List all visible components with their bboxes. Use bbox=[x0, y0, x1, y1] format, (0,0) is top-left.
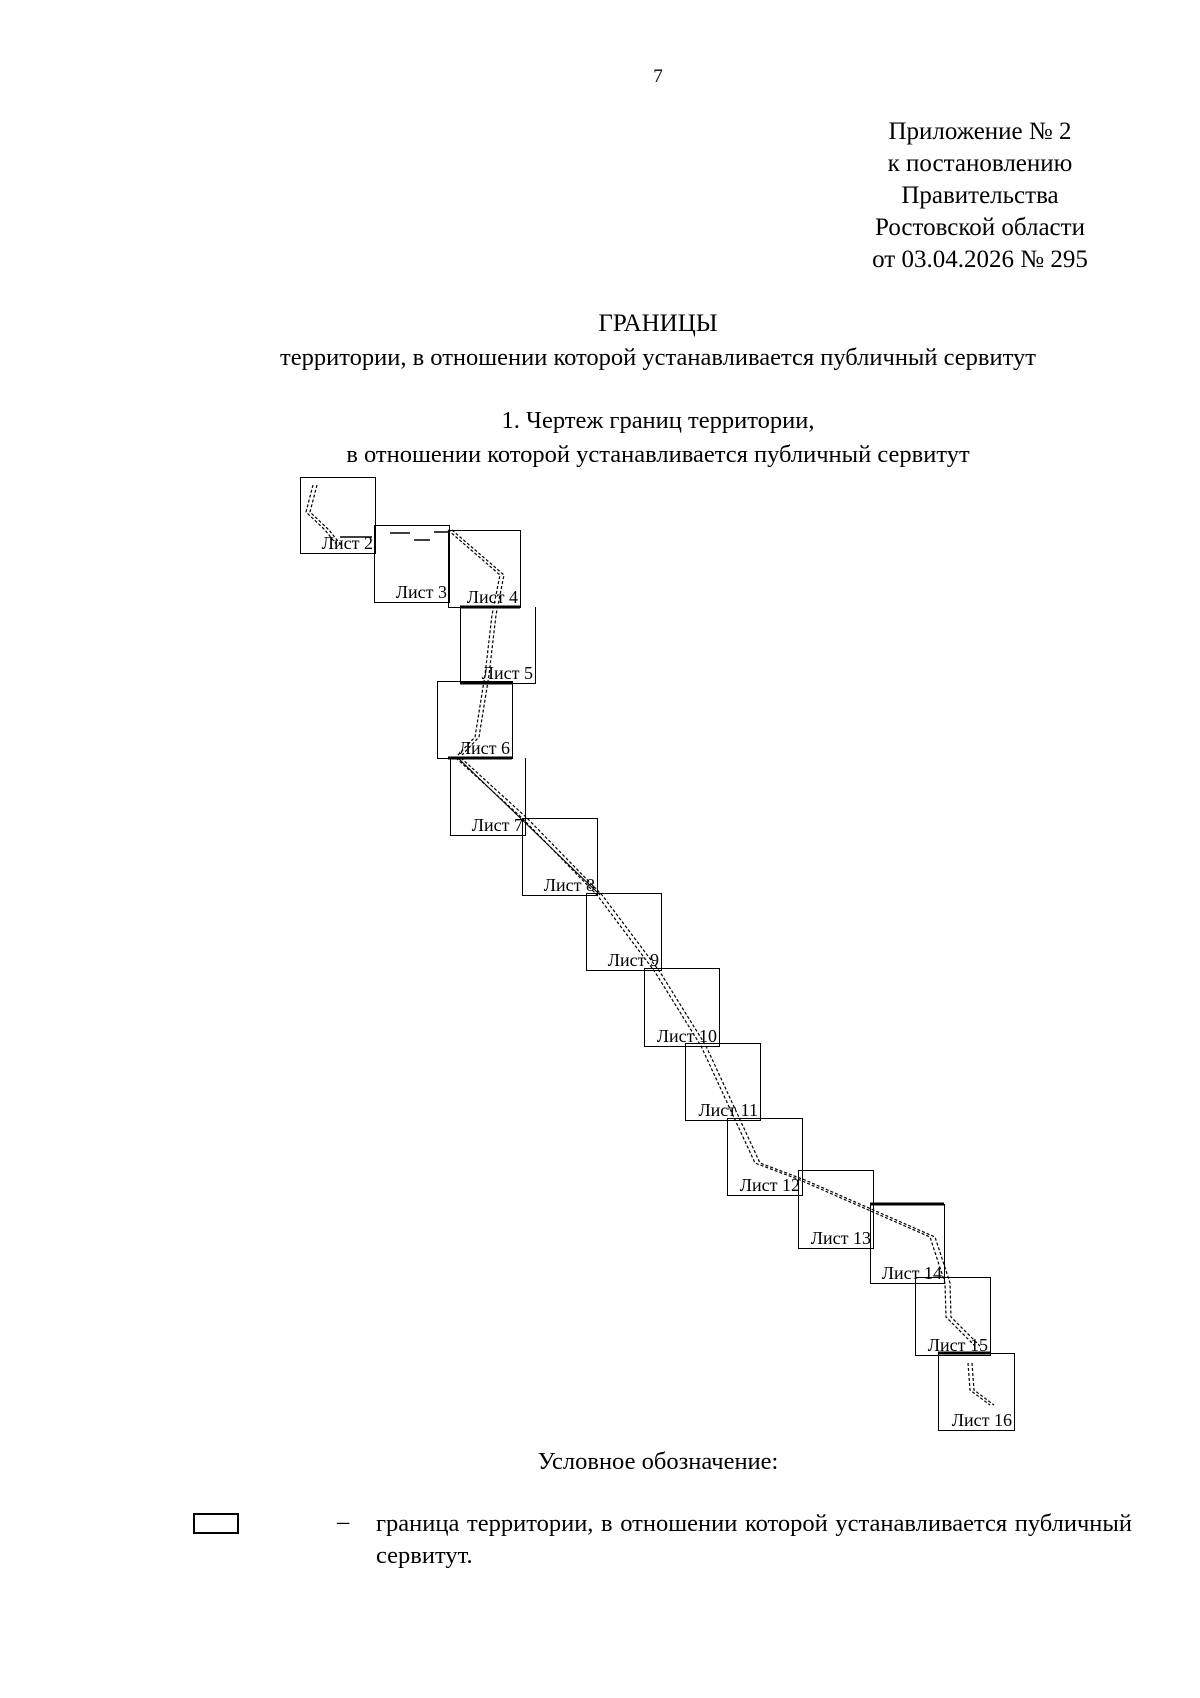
sheet-label: Лист 15 bbox=[927, 1335, 988, 1355]
legend-dash: – bbox=[337, 1508, 350, 1535]
map-sheet-5[interactable]: Лист 5 bbox=[460, 607, 536, 684]
section-heading-line-2: в отношении которой устанавливается публ… bbox=[346, 441, 970, 468]
section-heading: 1. Чертеж границ территории, в отношении… bbox=[0, 404, 1200, 472]
sheet-label: Лист 6 bbox=[458, 738, 510, 758]
sheet-label: Лист 13 bbox=[810, 1228, 871, 1248]
sheet-label: Лист 11 bbox=[698, 1100, 758, 1120]
map-sheet-6[interactable]: Лист 6 bbox=[437, 681, 513, 759]
sheet-label: Лист 4 bbox=[466, 587, 518, 607]
sheet-label: Лист 2 bbox=[321, 533, 373, 553]
map-sheet-14[interactable]: Лист 14 bbox=[870, 1204, 945, 1284]
document-title: ГРАНИЦЫ bbox=[598, 310, 718, 337]
sheet-label: Лист 10 bbox=[656, 1026, 717, 1046]
appendix-line-4: Ростовской области bbox=[875, 214, 1085, 241]
sheet-label: Лист 3 bbox=[395, 582, 447, 602]
sheet-label: Лист 8 bbox=[543, 875, 595, 895]
appendix-reference: Приложение № 2 к постановлению Правитель… bbox=[830, 116, 1130, 276]
sheet-label: Лист 9 bbox=[607, 950, 659, 970]
sheet-label: Лист 5 bbox=[481, 663, 533, 683]
map-sheet-12[interactable]: Лист 12 bbox=[727, 1118, 803, 1196]
map-sheet-16[interactable]: Лист 16 bbox=[938, 1353, 1015, 1431]
document-subtitle: территории, в отношении которой устанавл… bbox=[280, 344, 1036, 371]
section-heading-line-1: 1. Чертеж границ территории, bbox=[501, 407, 815, 434]
map-sheet-9[interactable]: Лист 9 bbox=[586, 893, 662, 971]
appendix-line-2: к постановлению bbox=[887, 150, 1073, 177]
map-sheet-8[interactable]: Лист 8 bbox=[522, 818, 598, 896]
map-sheet-3[interactable]: Лист 3 bbox=[374, 525, 450, 603]
sheet-label: Лист 7 bbox=[471, 815, 523, 835]
map-sheet-10[interactable]: Лист 10 bbox=[644, 968, 720, 1047]
map-sheet-2[interactable]: Лист 2 bbox=[300, 477, 376, 554]
map-sheet-13[interactable]: Лист 13 bbox=[798, 1170, 874, 1249]
sheet-label: Лист 12 bbox=[739, 1175, 800, 1195]
map-sheet-11[interactable]: Лист 11 bbox=[685, 1043, 761, 1121]
appendix-line-5: от 03.04.2026 № 295 bbox=[872, 246, 1088, 273]
map-sheet-7[interactable]: Лист 7 bbox=[450, 758, 526, 836]
appendix-line-1: Приложение № 2 bbox=[888, 118, 1072, 145]
map-sheet-4[interactable]: Лист 4 bbox=[448, 530, 521, 608]
legend-heading: Условное обозначение: bbox=[537, 1448, 779, 1475]
sheet-label: Лист 16 bbox=[951, 1410, 1012, 1430]
page-number: 7 bbox=[653, 66, 663, 87]
sheet-label: Лист 14 bbox=[881, 1263, 942, 1283]
map-sheet-15[interactable]: Лист 15 bbox=[915, 1277, 991, 1356]
legend-item-text: граница территории, в отношении которой … bbox=[376, 1510, 1132, 1569]
appendix-line-3: Правительства bbox=[901, 182, 1059, 209]
boundary-rectangle-icon bbox=[193, 1513, 239, 1534]
